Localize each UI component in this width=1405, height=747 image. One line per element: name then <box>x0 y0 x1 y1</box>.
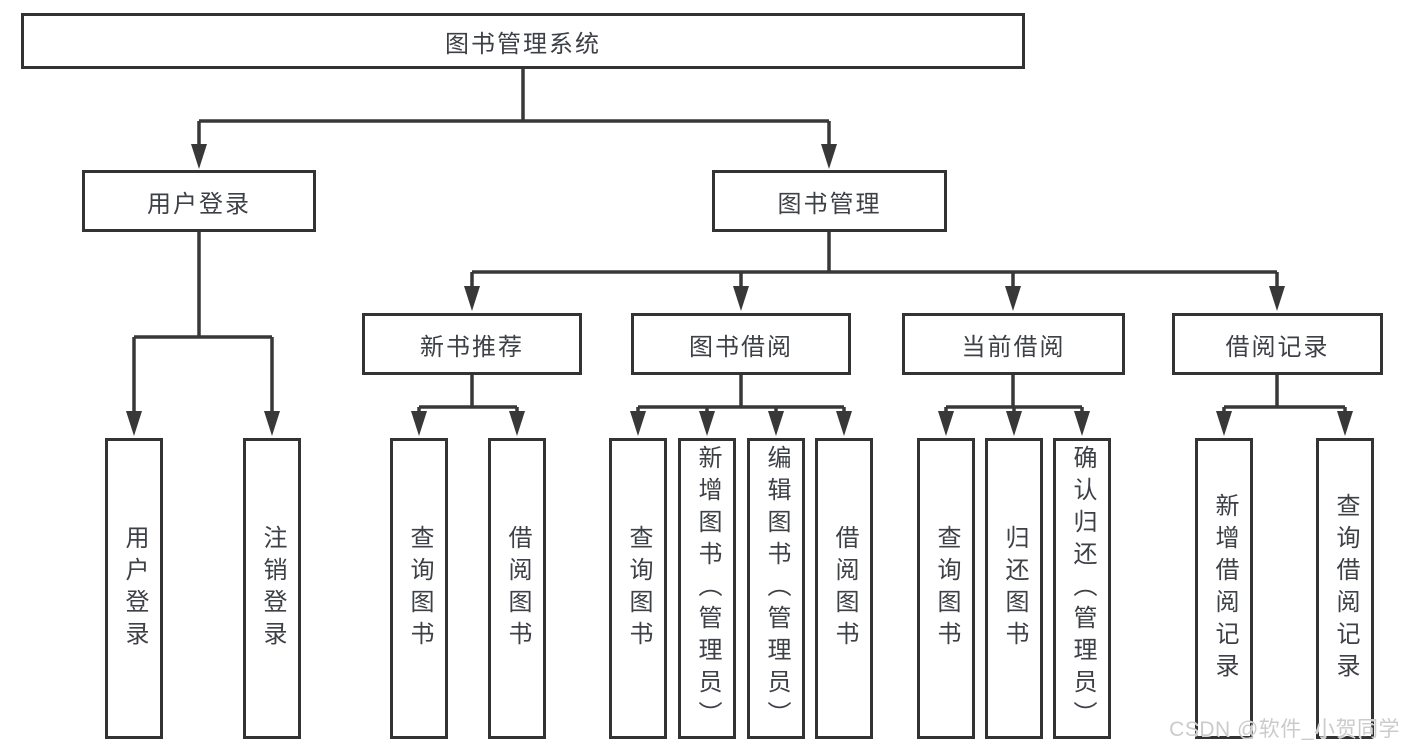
leaf-add-books-admin-label: 新增图书（管理员） <box>694 444 721 733</box>
leaf-logout-label: 注销登录 <box>259 524 286 653</box>
node-borrowing-records: 借阅记录 <box>1172 313 1383 375</box>
node-new-book-recommendation: 新书推荐 <box>362 313 582 375</box>
node-current-borrowing: 当前借阅 <box>902 313 1125 375</box>
leaf-query-books-borrowing-label: 查询图书 <box>625 524 652 653</box>
leaf-query-books-recommend-label: 查询图书 <box>406 524 433 653</box>
leaf-confirm-return-admin: 确认归还（管理员） <box>1053 438 1111 739</box>
leaf-user-login: 用户登录 <box>105 438 163 739</box>
leaf-query-books-borrowing: 查询图书 <box>609 438 667 739</box>
node-borrowing-records-label: 借阅记录 <box>1225 333 1330 361</box>
node-book-management: 图书管理 <box>712 170 947 232</box>
leaf-return-books-label: 归还图书 <box>1001 524 1028 653</box>
leaf-query-borrow-record: 查询借阅记录 <box>1316 438 1374 739</box>
leaf-user-login-label: 用户登录 <box>121 524 148 653</box>
node-new-book-recommendation-label: 新书推荐 <box>420 333 524 361</box>
node-book-borrowing: 图书借阅 <box>631 313 851 375</box>
leaf-edit-books-admin: 编辑图书（管理员） <box>747 438 805 739</box>
leaf-add-borrow-record-label: 新增借阅记录 <box>1211 492 1238 685</box>
node-book-borrowing-label: 图书借阅 <box>689 333 793 361</box>
leaf-add-books-admin: 新增图书（管理员） <box>678 438 736 739</box>
node-book-management-label: 图书管理 <box>777 190 882 218</box>
leaf-return-books: 归还图书 <box>985 438 1043 739</box>
leaf-query-books-recommend: 查询图书 <box>390 438 448 739</box>
leaf-edit-books-admin-label: 编辑图书（管理员） <box>763 444 790 733</box>
node-user-login: 用户登录 <box>82 170 316 232</box>
leaf-query-borrow-record-label: 查询借阅记录 <box>1332 492 1359 685</box>
node-user-login-label: 用户登录 <box>147 190 251 218</box>
leaf-logout: 注销登录 <box>243 438 301 739</box>
leaf-borrow-books-recommend-label: 借阅图书 <box>504 524 531 653</box>
node-root: 图书管理系统 <box>21 13 1025 69</box>
leaf-add-borrow-record: 新增借阅记录 <box>1195 438 1253 739</box>
node-current-borrowing-label: 当前借阅 <box>961 333 1066 361</box>
leaf-borrow-books-borrowing-label: 借阅图书 <box>831 524 858 653</box>
leaf-borrow-books-borrowing: 借阅图书 <box>815 438 873 739</box>
leaf-query-books-current: 查询图书 <box>917 438 975 739</box>
node-root-label: 图书管理系统 <box>445 30 601 58</box>
watermark: CSDN @软件_小贺同学 <box>1169 718 1400 741</box>
leaf-confirm-return-admin-label: 确认归还（管理员） <box>1069 444 1096 733</box>
leaf-query-books-current-label: 查询图书 <box>933 524 960 653</box>
leaf-borrow-books-recommend: 借阅图书 <box>488 438 546 739</box>
